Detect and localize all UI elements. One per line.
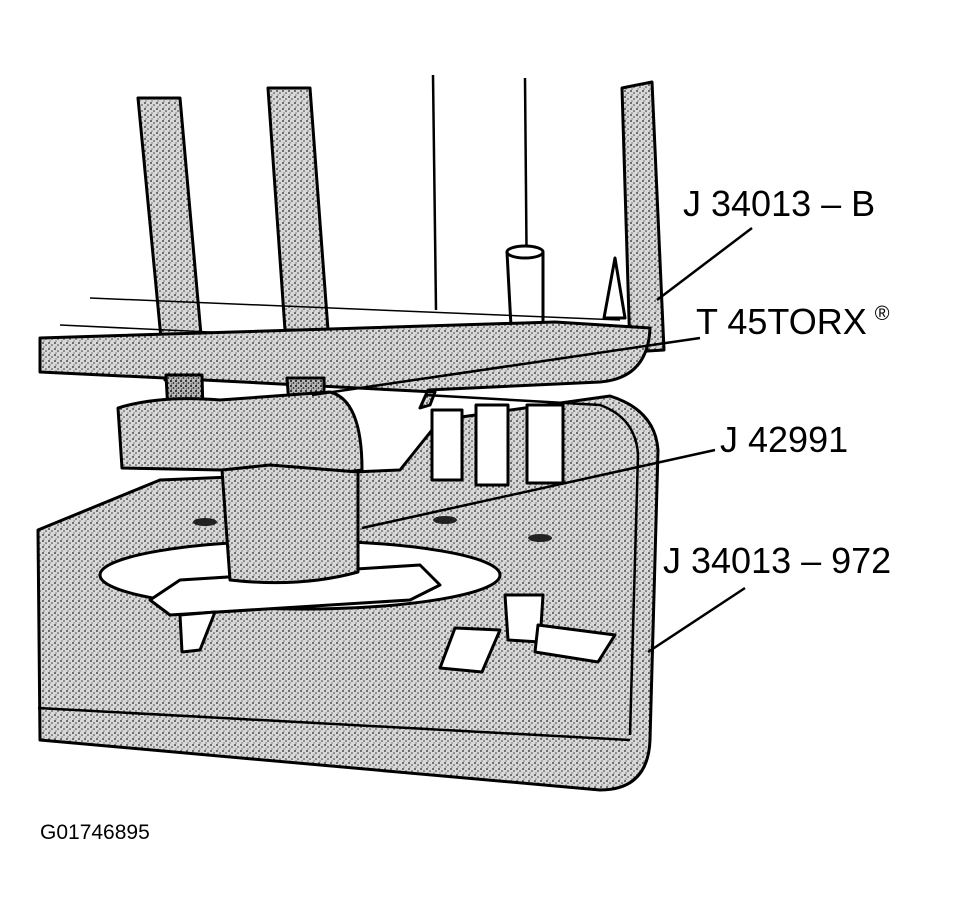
housing-slot bbox=[533, 623, 617, 664]
leader-j34013b bbox=[656, 227, 753, 301]
leader-t45torx bbox=[311, 336, 701, 397]
callout-j42991: J 42991 bbox=[720, 419, 848, 460]
leader-j42991 bbox=[361, 448, 716, 530]
callout-j34013b: J 34013 – B bbox=[683, 183, 875, 224]
housing-clip bbox=[438, 626, 502, 674]
right-tool-frame bbox=[620, 80, 666, 354]
mark-1 bbox=[193, 518, 217, 526]
flange-inner bbox=[148, 563, 442, 617]
small-tab bbox=[602, 256, 627, 320]
callout-j34013972: J 34013 – 972 bbox=[663, 540, 891, 581]
illustration bbox=[36, 74, 666, 792]
middle-tool-rod bbox=[266, 86, 330, 332]
registered-mark: ® bbox=[875, 303, 890, 325]
leader-lines bbox=[311, 227, 753, 654]
housing-rib-1 bbox=[430, 408, 464, 482]
housing-lip bbox=[37, 706, 631, 742]
housing-rib-3 bbox=[525, 403, 565, 485]
adapter-cylinder bbox=[220, 463, 360, 585]
peg-top bbox=[505, 244, 545, 260]
svg-text:T 45TORX®: T 45TORX ® bbox=[696, 301, 890, 342]
plate-edge-line bbox=[89, 297, 621, 321]
callout-t45torx: T 45TORX bbox=[696, 301, 867, 342]
mark-2 bbox=[433, 516, 457, 524]
figure-id: G01746895 bbox=[40, 821, 150, 844]
leader-j34013972 bbox=[647, 586, 746, 654]
housing-rib-2 bbox=[474, 403, 510, 487]
callout-labels: J 34013 – B T 45TORX ® J 42991 J 34013 – … bbox=[663, 183, 891, 581]
back-rod-thin bbox=[431, 74, 438, 311]
cross-bar bbox=[38, 320, 652, 410]
housing-inner-edge bbox=[424, 393, 640, 736]
mark-3 bbox=[528, 534, 552, 542]
flange-tab bbox=[178, 610, 217, 654]
